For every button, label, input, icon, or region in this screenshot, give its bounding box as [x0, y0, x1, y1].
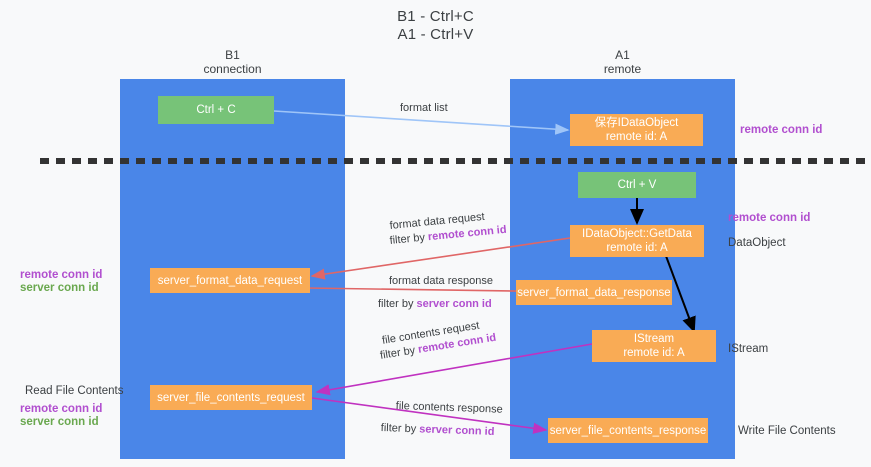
edge-label-file-contents-response-text: file contents response — [395, 399, 503, 416]
filter-key-server-conn-id: server conn id — [416, 298, 492, 310]
diagram-title-line-2: A1 - Ctrl+V — [397, 26, 474, 43]
filter-prefix: filter by — [380, 421, 420, 436]
node-server-format-data-response-label: server_format_data_response — [517, 286, 671, 299]
filter-prefix: filter by — [389, 231, 429, 247]
edge-label-format-data-response-text: format data response — [389, 275, 493, 287]
annotation-left-remote-conn-id-bottom: remote conn id — [20, 403, 103, 415]
node-idataobject-getdata-line1: IDataObject::GetData — [582, 228, 692, 240]
annotation-dataobject: DataObject — [728, 237, 786, 249]
edge-label-file-contents-response-filter: filter by server conn id — [380, 421, 495, 440]
node-server-file-contents-request[interactable]: server_file_contents_request — [150, 385, 312, 410]
column-header-a1-name: A1 — [615, 48, 630, 62]
column-header-b1-sub: connection — [203, 62, 262, 76]
filter-key-server-conn-id: server conn id — [419, 423, 495, 438]
node-server-format-data-request[interactable]: server_format_data_request — [150, 268, 310, 293]
column-header-a1-sub: remote — [603, 62, 642, 76]
node-server-file-contents-response[interactable]: server_file_contents_response — [548, 418, 708, 443]
node-istream-line1: IStream — [633, 333, 675, 345]
edge-label-format-data-response-filter: filter by server conn id — [378, 297, 492, 312]
node-server-format-data-response[interactable]: server_format_data_response — [516, 280, 672, 305]
diagram-title-line-1: B1 - Ctrl+C — [397, 8, 474, 25]
annotation-write-file-contents: Write File Contents — [738, 425, 836, 437]
node-server-format-data-request-label: server_format_data_request — [157, 274, 303, 287]
node-ctrl-c[interactable]: Ctrl + C — [158, 96, 274, 124]
node-ctrl-v-label: Ctrl + V — [617, 179, 657, 191]
node-save-idataobject-line2: remote id: A — [605, 131, 668, 143]
node-ctrl-v[interactable]: Ctrl + V — [578, 172, 696, 198]
phase-separator — [40, 158, 865, 164]
node-server-file-contents-response-label: server_file_contents_response — [549, 424, 707, 437]
annotation-remote-conn-id-top: remote conn id — [740, 124, 823, 136]
annotation-read-file-contents: Read File Contents — [25, 385, 124, 397]
node-istream[interactable]: IStream remote id: A — [592, 330, 716, 362]
annotation-left-server-conn-id-mid: server conn id — [20, 282, 99, 294]
node-save-idataobject-line1: 保存IDataObject — [594, 117, 679, 129]
node-istream-line2: remote id: A — [623, 347, 685, 359]
annotation-istream: IStream — [728, 343, 769, 355]
node-ctrl-c-label: Ctrl + C — [196, 104, 236, 116]
column-header-b1: B1 connection — [120, 48, 345, 76]
node-idataobject-getdata[interactable]: IDataObject::GetData remote id: A — [570, 225, 704, 257]
node-server-file-contents-request-label: server_file_contents_request — [157, 391, 305, 404]
annotation-left-remote-conn-id-mid: remote conn id — [20, 269, 103, 281]
filter-prefix: filter by — [378, 298, 417, 310]
column-header-a1: A1 remote — [510, 48, 735, 76]
annotation-remote-conn-id-mid: remote conn id — [728, 212, 811, 224]
column-header-b1-name: B1 — [225, 48, 240, 62]
node-save-idataobject[interactable]: 保存IDataObject remote id: A — [570, 114, 703, 146]
edge-label-format-list: format list — [400, 102, 448, 114]
edge-label-file-contents-response: file contents response — [395, 399, 503, 418]
edge-label-format-data-response: format data response — [389, 274, 493, 289]
annotation-left-server-conn-id-bottom: server conn id — [20, 416, 99, 428]
node-idataobject-getdata-line2: remote id: A — [606, 242, 668, 254]
